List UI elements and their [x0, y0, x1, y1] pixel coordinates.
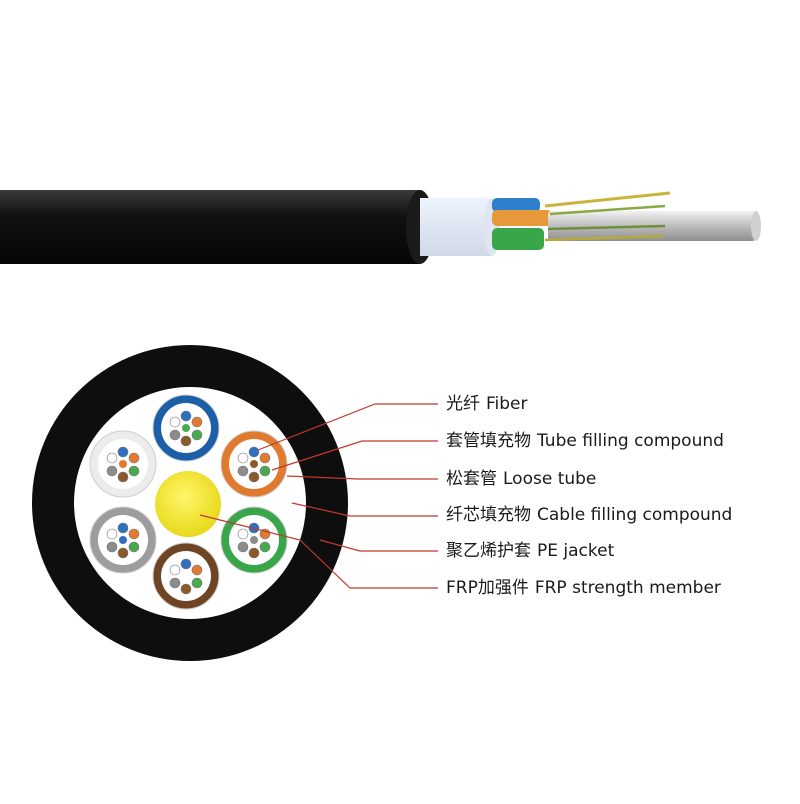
fiber [180, 410, 192, 422]
side-fiber-4 [544, 234, 665, 242]
side-tube-green [492, 228, 544, 250]
fiber [191, 564, 203, 576]
leader-line [271, 440, 438, 471]
fiber [237, 452, 249, 464]
fiber [117, 446, 129, 458]
loose-tube-group [89, 394, 288, 610]
fiber [106, 528, 118, 540]
fiber [237, 465, 249, 477]
fiber [180, 558, 192, 570]
side-wrap-tape [420, 198, 492, 256]
cable-side-view [0, 190, 761, 264]
fiber [117, 547, 129, 559]
fiber [182, 572, 190, 580]
fiber [128, 541, 140, 553]
side-strength-end [751, 211, 761, 241]
fiber [182, 424, 190, 432]
fiber [248, 446, 260, 458]
fiber [119, 536, 127, 544]
leader-line [291, 502, 438, 517]
leader-line [199, 514, 438, 589]
fiber [180, 435, 192, 447]
fiber [117, 471, 129, 483]
fiber [191, 416, 203, 428]
fiber [106, 465, 118, 477]
fiber [169, 416, 181, 428]
fiber [128, 528, 140, 540]
side-tube-blue [492, 198, 540, 212]
fiber [180, 583, 192, 595]
fiber [106, 452, 118, 464]
fiber [259, 452, 271, 464]
fiber [248, 547, 260, 559]
fiber [237, 528, 249, 540]
fiber [128, 452, 140, 464]
fiber [191, 429, 203, 441]
fiber [248, 471, 260, 483]
fiber [169, 577, 181, 589]
side-tube-orange [492, 210, 552, 226]
fiber [117, 522, 129, 534]
fiber [250, 460, 258, 468]
fiber [106, 541, 118, 553]
fiber [259, 541, 271, 553]
fiber [237, 541, 249, 553]
frp-strength-member [155, 471, 221, 537]
fiber [191, 577, 203, 589]
side-pe-jacket [0, 190, 420, 264]
side-fiber-2 [549, 204, 666, 216]
leader-lines [199, 403, 438, 589]
fiber [250, 536, 258, 544]
fiber [169, 564, 181, 576]
cable-cross-section [32, 345, 348, 661]
fiber [128, 465, 140, 477]
fiber [119, 460, 127, 468]
side-fiber-3 [547, 224, 666, 231]
fiber [259, 465, 271, 477]
side-fiber-1 [544, 191, 671, 208]
leader-line [286, 475, 438, 480]
fiber [169, 429, 181, 441]
leader-line [257, 403, 438, 451]
leader-line [319, 539, 438, 552]
